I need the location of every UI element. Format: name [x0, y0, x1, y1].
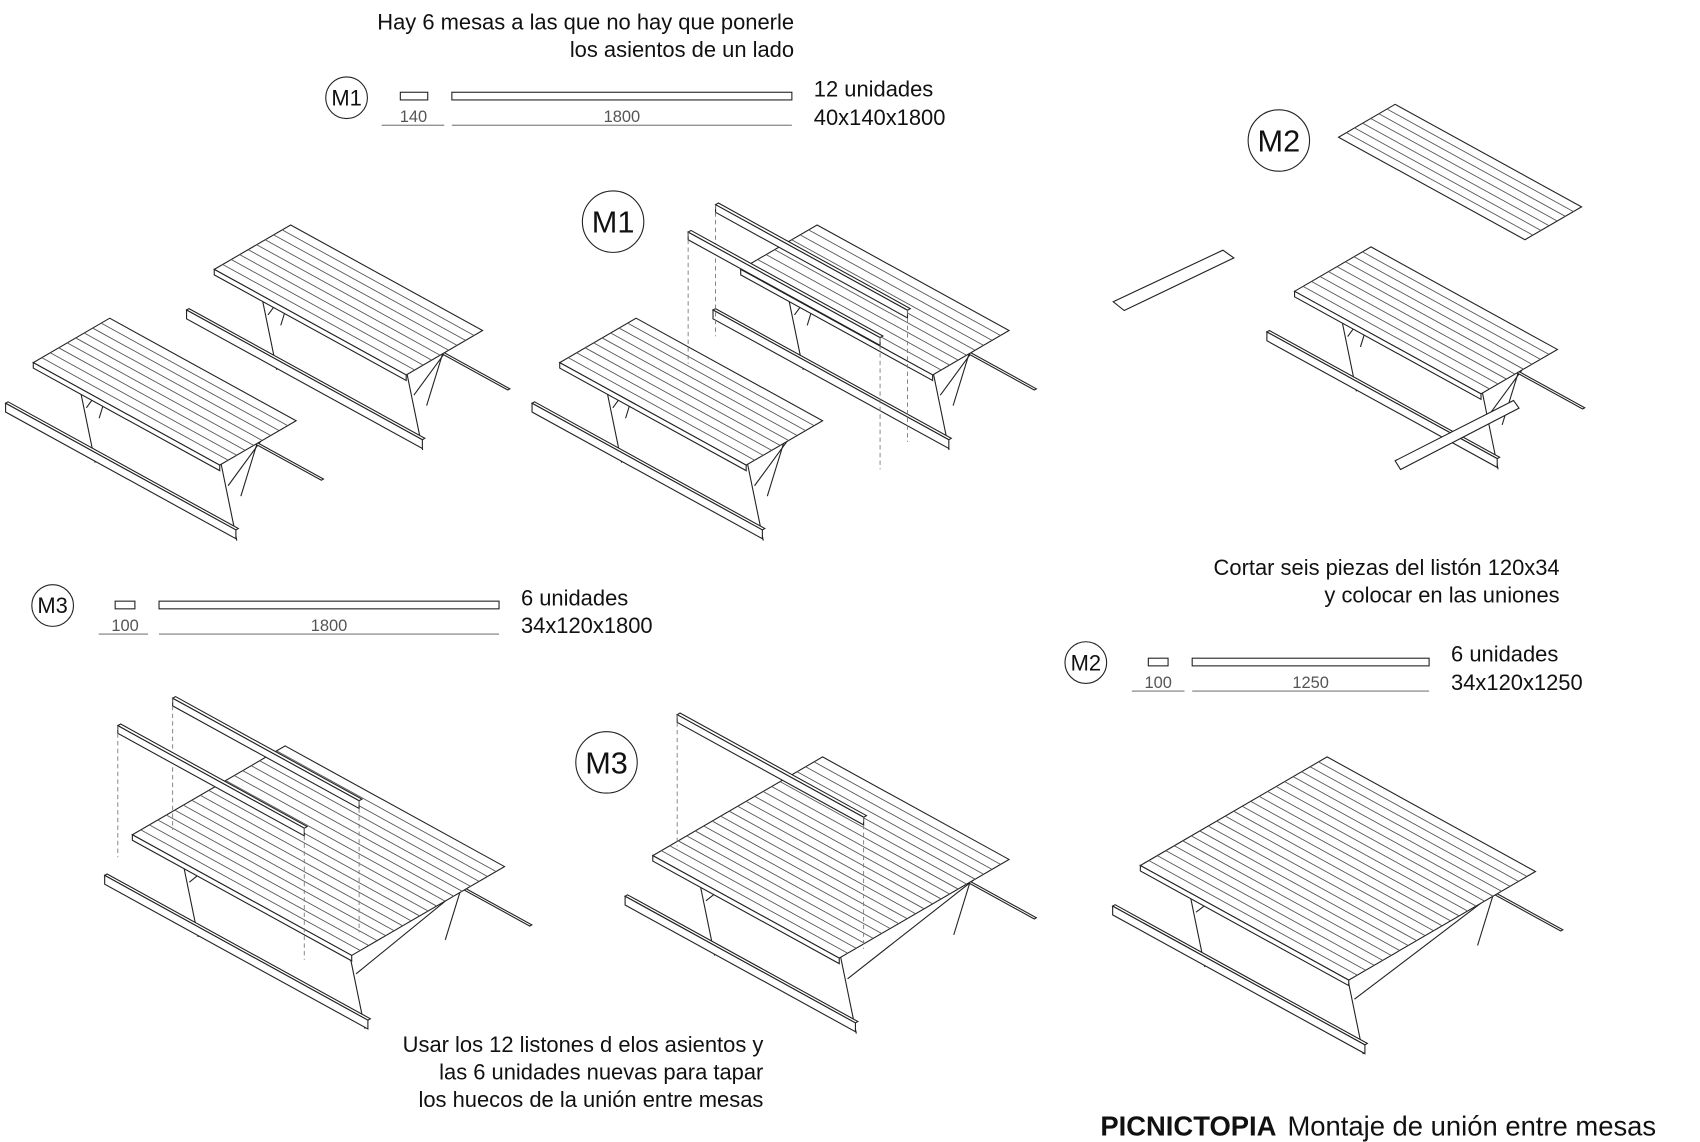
piece-m2: M2 100 1250 6 unidades 34x120x1250 [1064, 641, 1583, 695]
piece-m1: M1 140 1800 12 unidades 40x140x1800 [325, 76, 946, 130]
piece-m1-qty: 12 unidades [814, 77, 933, 102]
piece-m2-label: M2 [1071, 650, 1101, 675]
table-m1-back [711, 224, 1038, 451]
step-label-m1: M1 [581, 190, 645, 253]
svg-text:M3: M3 [585, 745, 628, 780]
seat-plank-cover-1 [171, 695, 364, 933]
piece-m1-badge [325, 76, 368, 120]
svg-text:M2: M2 [1258, 123, 1301, 158]
piece-m3-length: 1800 [311, 617, 348, 635]
step-label-m2: M2 [1247, 109, 1311, 172]
seat-plank-cover-2 [116, 723, 309, 960]
note-m1-line2: los asientos de un lado [570, 37, 794, 62]
piece-m3-size: 34x120x1800 [521, 613, 653, 638]
note-m3-line2: las 6 unidades nuevas para tapar [439, 1059, 763, 1084]
piece-m1-label: M1 [331, 85, 361, 110]
piece-m3: M3 100 1800 6 unidades 34x120x1800 [31, 584, 653, 638]
footer-subtitle: Montaje de unión entre mesas [1287, 1110, 1656, 1141]
piece-m1-length: 1800 [604, 108, 641, 126]
m2-slat-panel [1112, 103, 1583, 471]
note-m3-line3: los huecos de la unión entre mesas [418, 1087, 763, 1112]
table-m2-joined [1265, 246, 1586, 470]
seat-plank-removed-1 [714, 202, 912, 442]
piece-m1-size: 40x140x1800 [814, 105, 946, 130]
table-top-left-front [4, 317, 325, 541]
footer-title: PICNICTOPIA Montaje de unión entre mesas [1100, 1110, 1656, 1141]
svg-text:M1: M1 [592, 205, 635, 240]
table-m1-front [530, 317, 824, 541]
note-m2-line1: Cortar seis piezas del listón 120x34 [1214, 555, 1560, 580]
footer-brand: PICNICTOPIA [1100, 1110, 1276, 1141]
piece-m2-length: 1250 [1292, 674, 1329, 692]
note-m2-line2: y colocar en las uniones [1324, 582, 1559, 607]
seat-plank-cover-3 [676, 712, 868, 949]
table-final-assembled [1111, 756, 1564, 1055]
piece-m3-qty: 6 unidades [521, 586, 628, 611]
piece-m2-size: 34x120x1250 [1451, 670, 1583, 695]
table-top-left-back [185, 224, 512, 451]
piece-m2-width: 100 [1144, 674, 1171, 692]
piece-m3-label: M3 [37, 593, 67, 618]
step-label-m3: M3 [575, 731, 638, 794]
note-m3-line1: Usar los 12 listones d elos asientos y [403, 1032, 764, 1057]
table-m3-step-left [103, 745, 533, 1030]
piece-m2-qty: 6 unidades [1451, 641, 1558, 666]
note-m1-line1: Hay 6 mesas a las que no hay que ponerle [377, 10, 794, 35]
table-drawings [4, 103, 1586, 1055]
piece-m1-width: 140 [400, 108, 427, 126]
piece-m3-width: 100 [111, 617, 138, 635]
seat-plank-removed-2 [687, 229, 885, 470]
